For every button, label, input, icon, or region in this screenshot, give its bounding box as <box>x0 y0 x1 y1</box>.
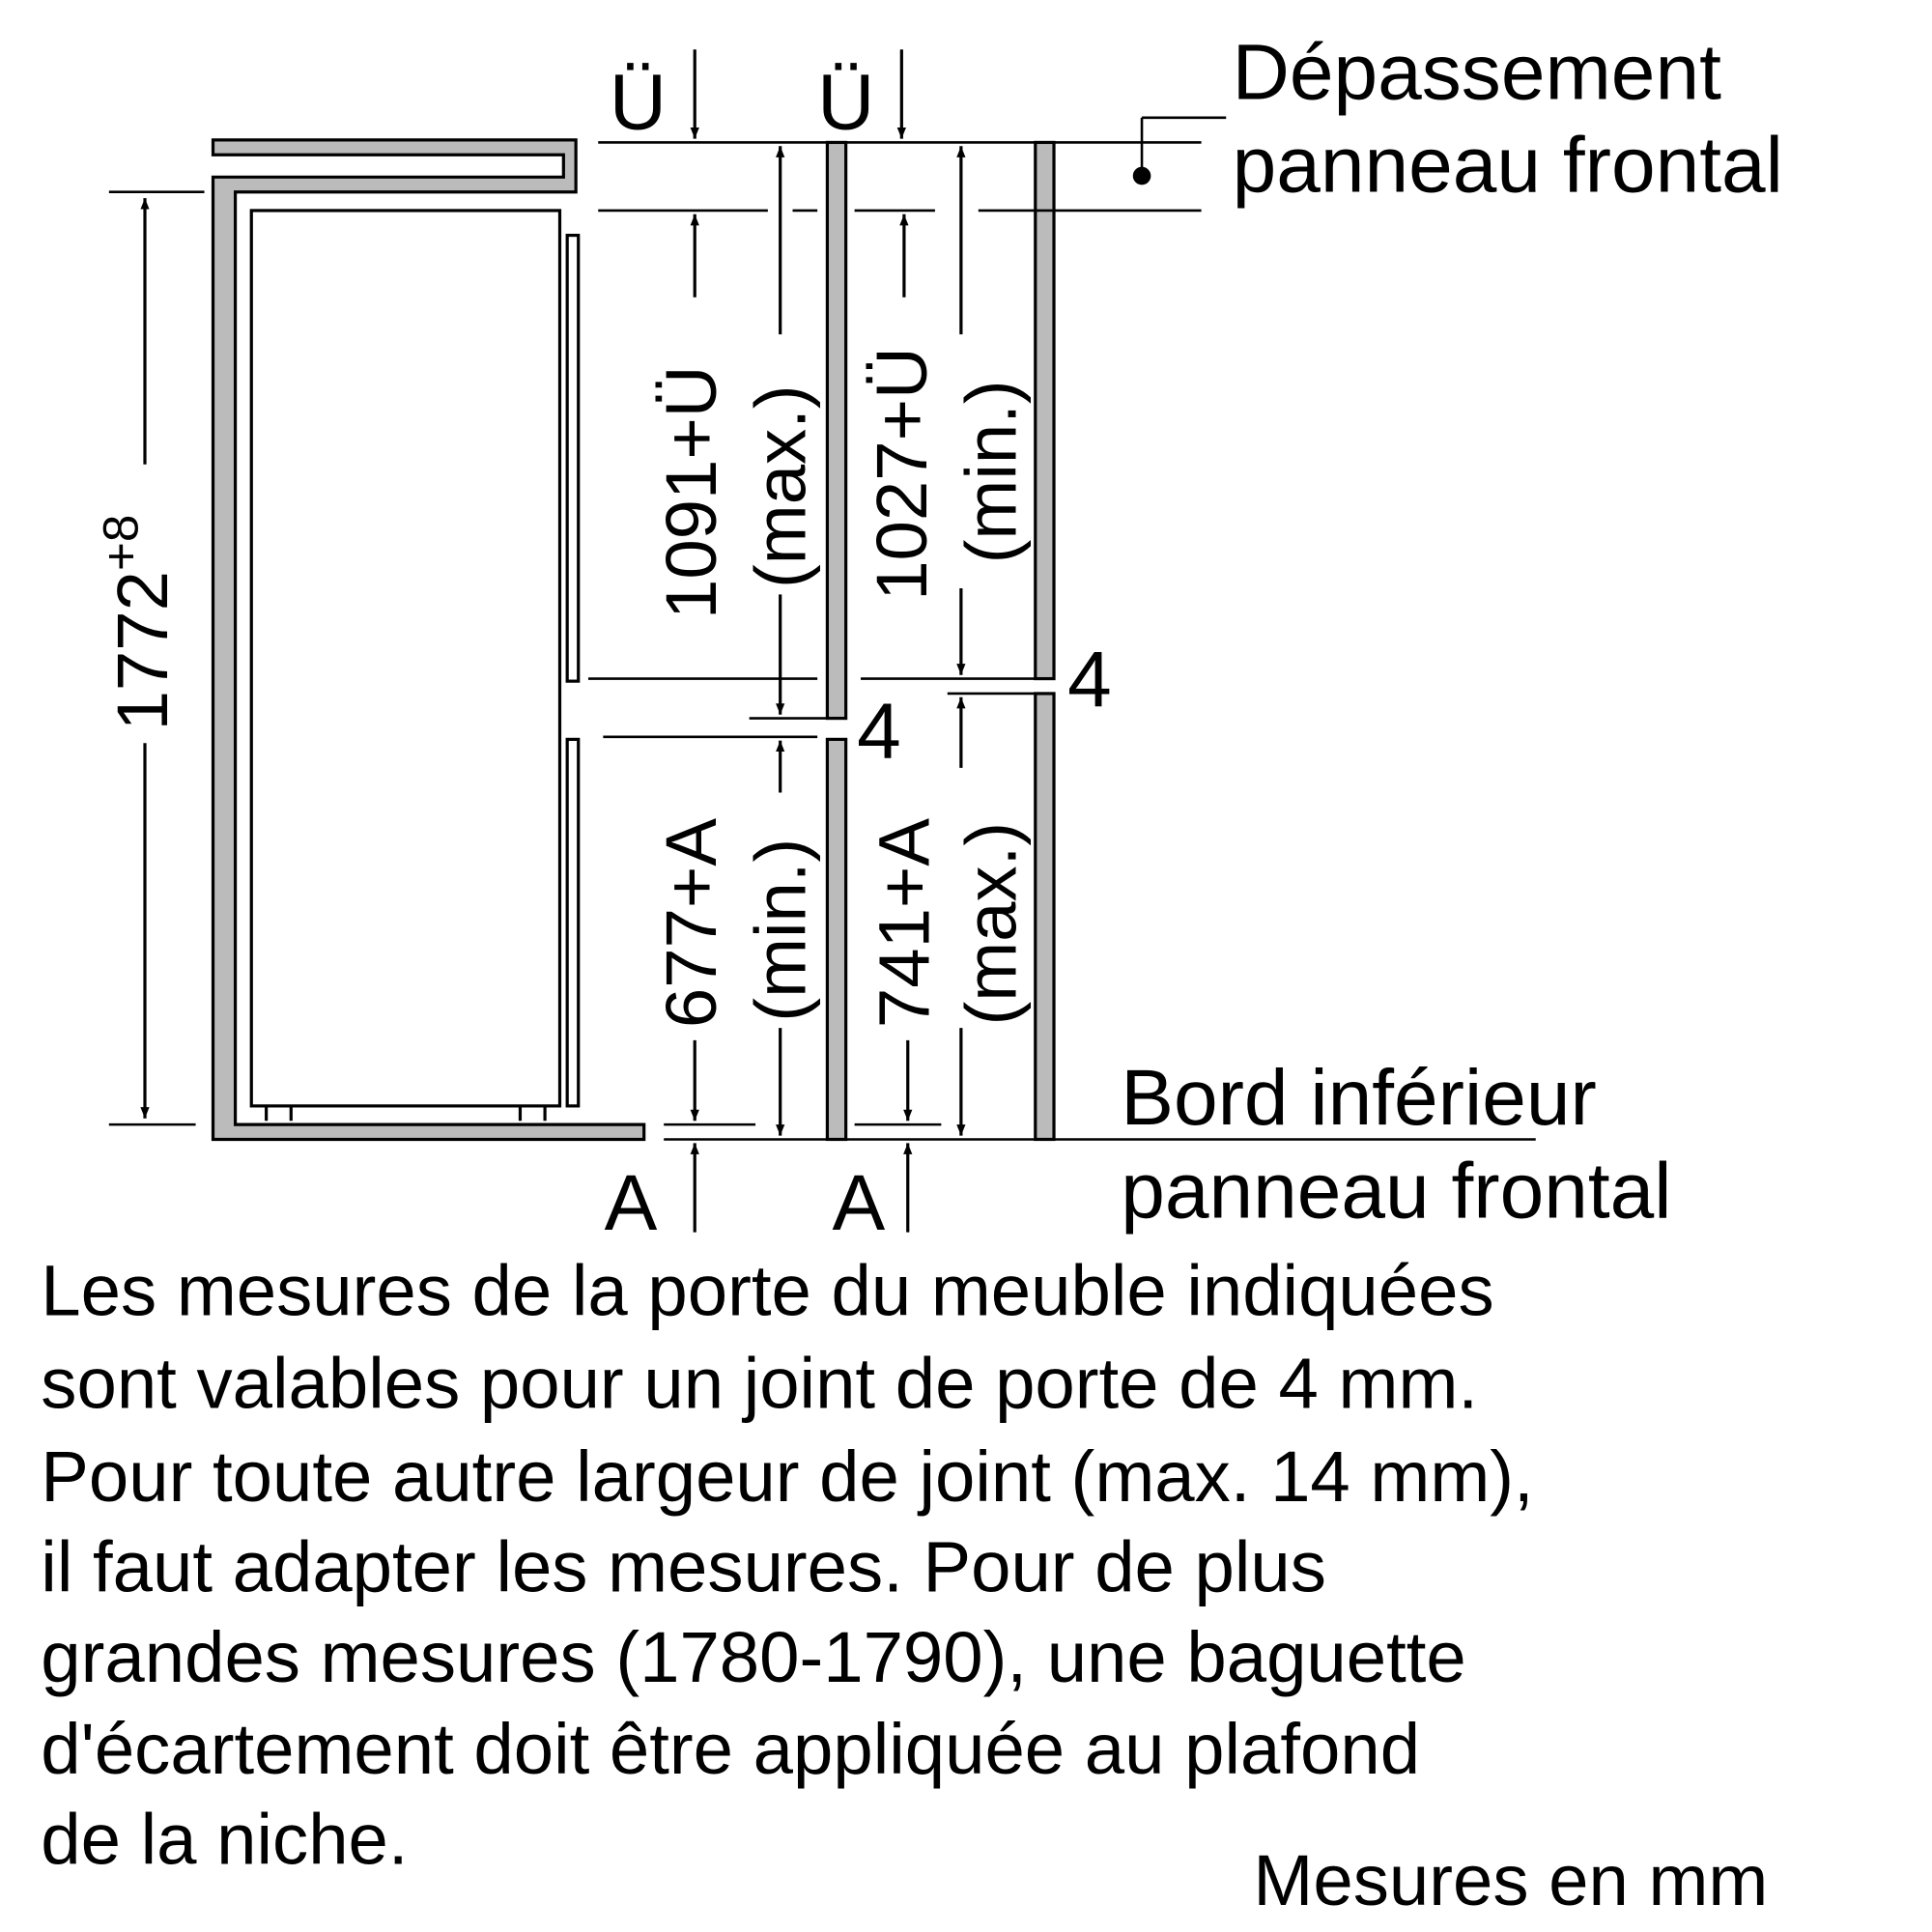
leader-dot <box>1132 166 1151 185</box>
dim-upper-left: 1091+Ü <box>651 366 731 620</box>
height-main-label: 1772+8 <box>93 515 183 731</box>
note-line: Les mesures de la porte du meuble indiqu… <box>41 1251 1493 1331</box>
a-symbol-left: A <box>605 1159 658 1247</box>
appliance-body <box>249 209 562 1108</box>
gap-label-left: 4 <box>857 688 901 776</box>
overhang-symbol-left: Ü <box>610 58 667 146</box>
dim-lower-left-note: (min.) <box>740 838 820 1022</box>
upper-door-hinge <box>565 233 581 683</box>
dim-lower-left: 677+A <box>651 818 731 1028</box>
note-line: de la niche. <box>41 1799 408 1879</box>
units-label: Mesures en mm <box>1253 1840 1768 1920</box>
bottom-edge-line1: Bord inférieur <box>1121 1054 1597 1142</box>
dimension-arrows <box>140 49 966 1233</box>
overhang-symbol-right: Ü <box>817 58 874 146</box>
note-line: il faut adapter les mesures. Pour de plu… <box>41 1526 1326 1606</box>
dim-lower-right-note: (max.) <box>951 822 1031 1026</box>
installation-note: Les mesures de la porte du meuble indiqu… <box>41 1251 1533 1880</box>
niche-outline <box>211 138 646 1142</box>
dim-upper-right: 1027+Ü <box>862 347 942 601</box>
note-line: grandes mesures (1780-1790), une baguett… <box>41 1617 1465 1697</box>
note-line: Pour toute autre largeur de joint (max. … <box>41 1436 1533 1517</box>
note-line: d'écartement doit être appliquée au plaf… <box>41 1709 1420 1789</box>
a-symbol-right: A <box>833 1159 886 1247</box>
dim-upper-right-note: (min.) <box>951 380 1031 563</box>
dim-upper-left-note: (max.) <box>740 384 820 588</box>
note-line: sont valables pour un joint de porte de … <box>41 1344 1478 1424</box>
overhang-title-line2: panneau frontal <box>1233 122 1783 210</box>
overhang-title-line1: Dépassement <box>1233 29 1721 117</box>
bottom-edge-line2: panneau frontal <box>1121 1147 1671 1235</box>
dim-lower-right: 741+A <box>865 818 945 1028</box>
lower-door-hinge <box>565 737 581 1108</box>
gap-label-right: 4 <box>1067 636 1112 724</box>
